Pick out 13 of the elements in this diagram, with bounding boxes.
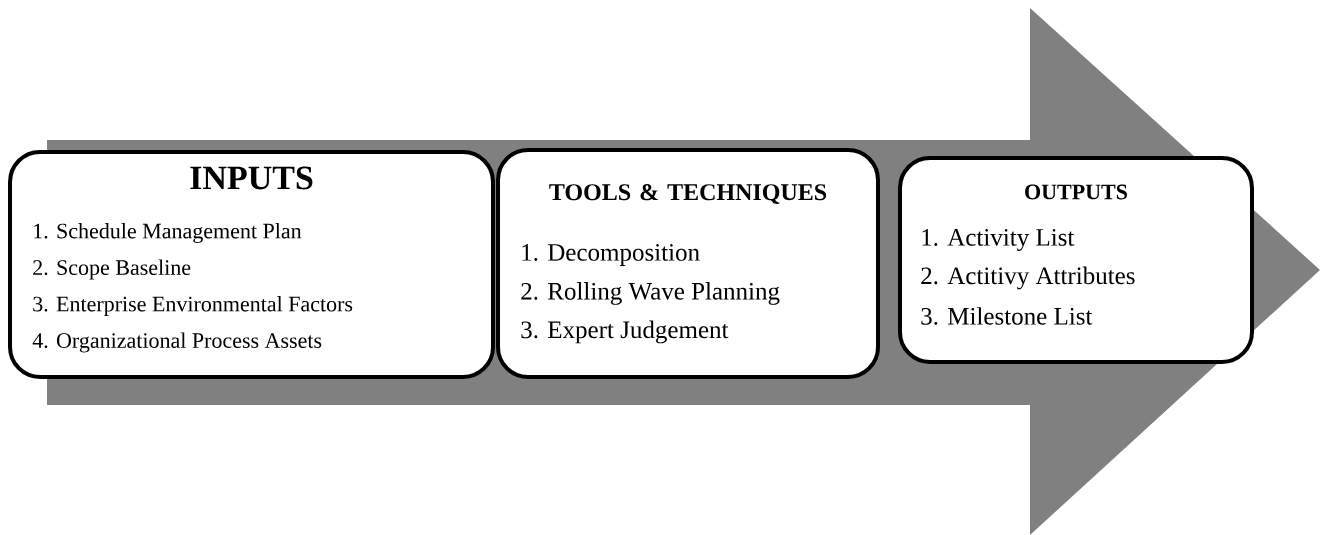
list-item: 2. Rolling Wave Planning (521, 282, 780, 305)
heading: INPUTS (190, 166, 313, 190)
list-item: 1. Decomposition (522, 244, 700, 266)
list-item: 3. Expert Judgement (521, 320, 729, 344)
list-item: 4. Organizational Process Assets (32, 332, 322, 353)
list-item: 3. Milestone List (921, 307, 1093, 325)
heading: TOOLS & TECHNIQUES (549, 184, 827, 204)
list-item: 3. Enterprise Environmental Factors (33, 296, 353, 316)
list-item: 2. Actitivy Attributes (921, 266, 1135, 290)
heading: OUTPUTS (1025, 184, 1128, 200)
list-item: 2. Scope Baseline (33, 259, 191, 280)
list-item: 1. Activity List (922, 229, 1075, 251)
list-item: 1. Schedule Management Plan (34, 223, 302, 243)
